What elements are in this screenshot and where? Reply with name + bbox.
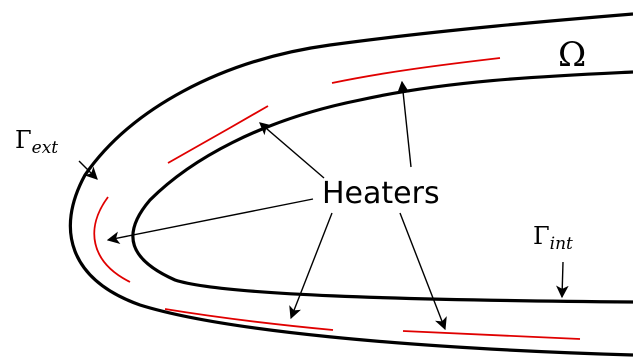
arrow-to-heater-leading-edge [106, 198, 314, 244]
heaters-label: Heaters [322, 176, 440, 211]
arrow-to-heater-top-right [396, 80, 412, 168]
gamma-ext-subscript: ext [32, 138, 59, 158]
heaters [93, 57, 581, 340]
arrow-to-heater-bottom-left [289, 212, 333, 320]
heater-upper-left [167, 105, 269, 164]
gamma-int-subscript: int [550, 234, 573, 254]
heater-leading-edge [93, 196, 131, 283]
arrow-to-exterior-boundary [78, 160, 98, 180]
heater-bottom-left [164, 308, 334, 331]
arrow-to-interior-boundary [556, 261, 569, 299]
interior-boundary [131, 70, 633, 304]
domain-label: Ω [558, 35, 586, 75]
gamma-int-symbol: Γ [533, 222, 550, 250]
arrow-to-heater-upper-left [259, 122, 325, 179]
heater-arrows [106, 80, 447, 331]
heater-bottom-right [402, 330, 581, 340]
gamma-int-label: Γint [533, 222, 573, 254]
arrow-to-heater-bottom-right [399, 212, 447, 331]
gamma-ext-label: Γext [15, 126, 58, 158]
gamma-ext-symbol: Γ [15, 126, 32, 154]
heater-top-right [331, 57, 501, 84]
